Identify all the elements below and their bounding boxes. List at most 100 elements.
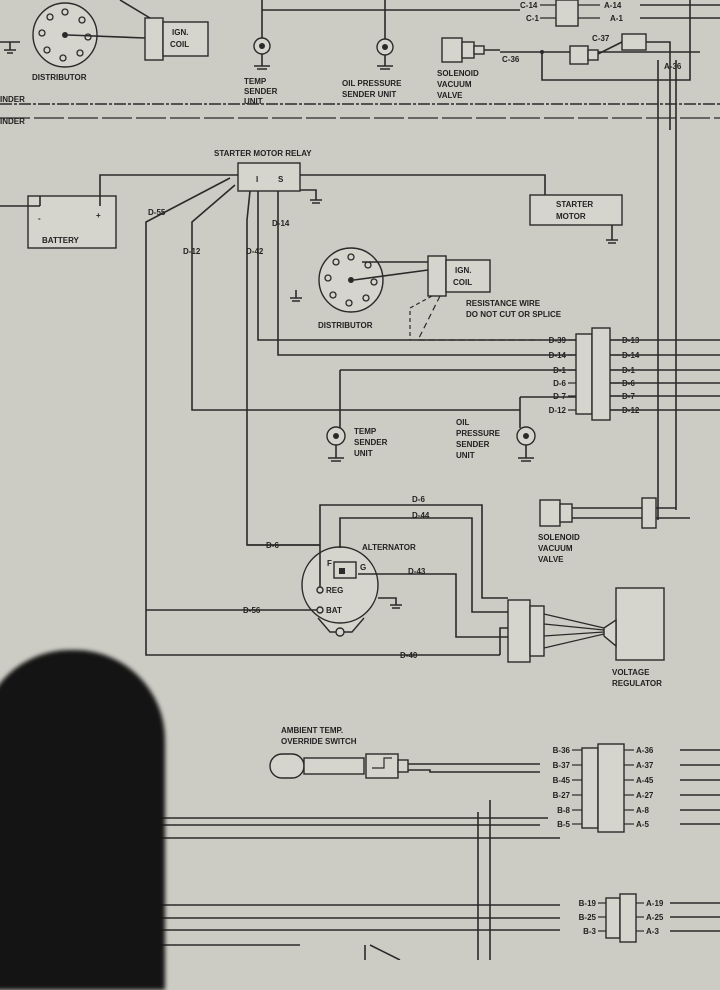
conn-b-right-pin-3: A-27: [636, 791, 654, 800]
mid-ign-coil: IGN. COIL: [427, 255, 491, 297]
top-temp-sender: TEMP SENDER UNIT: [244, 37, 278, 106]
top-solenoid: SOLENOID VACUUM VALVE: [437, 37, 485, 100]
wire-d40: D-40: [400, 651, 418, 660]
starter-l1: STARTER: [556, 200, 593, 209]
thumb-shadow: [0, 650, 165, 990]
alt-reg: REG: [326, 586, 343, 595]
mid-ign-l1: IGN.: [455, 266, 471, 275]
battery-label: BATTERY: [42, 236, 80, 245]
top-sol-l3: VALVE: [437, 91, 463, 100]
wire-d12: D-12: [183, 247, 201, 256]
starter-l2: MOTOR: [556, 212, 586, 221]
wire-d56: D-56: [243, 606, 261, 615]
conn-b-right-pin-4: A-8: [636, 806, 649, 815]
mid-distributor-label: DISTRIBUTOR: [318, 321, 373, 330]
wire-d55: D-55: [148, 208, 166, 217]
conn-d-left-pin-0: D-39: [549, 336, 567, 345]
connector-b: [581, 743, 625, 833]
conn-b2-left-pin-1: B-25: [579, 913, 597, 922]
battery-minus: -: [38, 214, 41, 223]
ambient-l1: AMBIENT TEMP.: [281, 726, 343, 735]
ambient-switch: [269, 753, 409, 779]
top-ign-label-1: IGN.: [172, 28, 188, 37]
conn-b2-right-pin-2: A-3: [646, 927, 659, 936]
conn-d-left-pin-3: D-6: [553, 379, 566, 388]
mid-temp-l2: SENDER: [354, 438, 388, 447]
conn-b-right-pin-5: A-5: [636, 820, 649, 829]
wire-c37: C-37: [592, 34, 610, 43]
sol2-l1: SOLENOID: [538, 533, 580, 542]
top-temp-l3: UNIT: [244, 97, 263, 106]
conn-b2-right-pin-0: A-19: [646, 899, 664, 908]
cut-text-1: INDER: [0, 95, 25, 104]
alt-g: G: [360, 563, 366, 572]
reg-l1: VOLTAGE: [612, 668, 650, 677]
conn-b2-right-pin-1: A-25: [646, 913, 664, 922]
mid-oil-l2: PRESSURE: [456, 429, 501, 438]
mid-temp-l1: TEMP: [354, 427, 377, 436]
top-sol-l2: VACUUM: [437, 80, 472, 89]
battery: - + BATTERY: [27, 195, 117, 249]
conn-b-left-pin-2: B-45: [553, 776, 571, 785]
wire-d14: D-14: [272, 219, 290, 228]
connector-b2: [605, 893, 637, 943]
wiring-diagram: DISTRIBUTOR IGN. COIL TEMP SENDER UNIT O…: [0, 0, 720, 960]
starter-relay: I S: [237, 162, 301, 192]
conn-b-left-pin-3: B-27: [553, 791, 571, 800]
conn-b-right-pin-0: A-36: [636, 746, 654, 755]
wire-d42: D-42: [246, 247, 264, 256]
mid-distributor: DISTRIBUTOR: [318, 247, 384, 330]
top-ign-label-2: COIL: [170, 40, 189, 49]
mid-solenoid: SOLENOID VACUUM VALVE: [538, 497, 690, 564]
alt-bat: BAT: [326, 606, 342, 615]
resistance-l2: DO NOT CUT OR SPLICE: [466, 310, 562, 319]
top-oil-l2: SENDER UNIT: [342, 90, 396, 99]
mid-oil-l1: OIL: [456, 418, 469, 427]
top-sol-l1: SOLENOID: [437, 69, 479, 78]
conn-b-left-pin-4: B-8: [557, 806, 570, 815]
wire-a36: A-36: [664, 62, 682, 71]
alt-f: F: [327, 559, 332, 568]
connector-d: [575, 327, 611, 421]
relay-title: STARTER MOTOR RELAY: [214, 149, 312, 158]
conn-b-right-pin-1: A-37: [636, 761, 654, 770]
alt-title: ALTERNATOR: [362, 543, 416, 552]
conn-c14: C-14: [520, 1, 538, 10]
conn-b-left-pin-0: B-36: [553, 746, 571, 755]
voltage-regulator: VOLTAGE REGULATOR: [507, 587, 665, 688]
mid-oil-sender: OIL PRESSURE SENDER UNIT: [456, 418, 536, 462]
wire-c36: C-36: [502, 55, 520, 64]
top-connector-c: C-14 C-1 A-14 A-1: [520, 0, 623, 27]
wire-d43: D-43: [408, 567, 426, 576]
battery-plus: +: [96, 211, 101, 220]
cut-text-2: INDER: [0, 117, 25, 126]
top-c37-plug: C-37 A-36: [569, 33, 682, 130]
top-oil-sender: OIL PRESSURE SENDER UNIT: [342, 0, 402, 99]
mid-oil-l4: UNIT: [456, 451, 475, 460]
mid-ign-l2: COIL: [453, 278, 472, 287]
sol2-l3: VALVE: [538, 555, 564, 564]
conn-b-right-pin-2: A-45: [636, 776, 654, 785]
conn-b-left-pin-1: B-37: [553, 761, 571, 770]
conn-c1: C-1: [526, 14, 539, 23]
sol2-l2: VACUUM: [538, 544, 573, 553]
ambient-l2: OVERRIDE SWITCH: [281, 737, 357, 746]
conn-d-left-pin-5: D-12: [549, 406, 567, 415]
conn-b2-left-pin-2: B-3: [583, 927, 596, 936]
conn-b2-left-pin-0: B-19: [579, 899, 597, 908]
top-distributor-label: DISTRIBUTOR: [32, 73, 87, 82]
mid-temp-sender: TEMP SENDER UNIT: [326, 426, 388, 462]
wire-d6-left: D-6: [266, 541, 279, 550]
top-oil-l1: OIL PRESSURE: [342, 79, 402, 88]
starter-motor: STARTER MOTOR: [529, 194, 623, 244]
conn-a14: A-14: [604, 1, 622, 10]
relay-i: I: [256, 175, 258, 184]
alternator: F G REG BAT: [301, 546, 379, 637]
top-temp-l1: TEMP: [244, 77, 267, 86]
top-ign-coil: IGN. COIL: [144, 17, 209, 61]
mid-temp-l3: UNIT: [354, 449, 373, 458]
conn-d-left-pin-1: D-14: [549, 351, 567, 360]
top-distributor: DISTRIBUTOR: [32, 2, 98, 82]
wire-d6-top: D-6: [412, 495, 425, 504]
top-temp-l2: SENDER: [244, 87, 278, 96]
